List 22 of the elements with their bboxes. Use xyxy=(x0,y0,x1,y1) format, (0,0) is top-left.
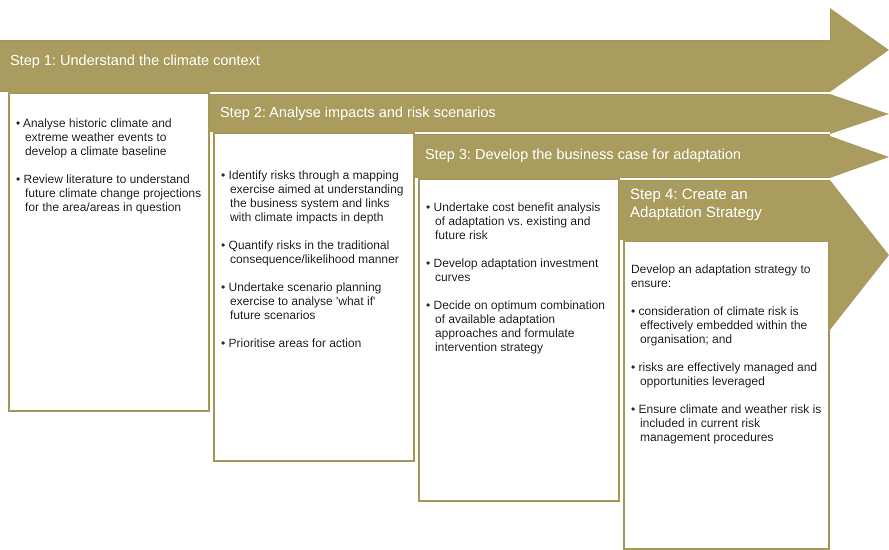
bullet-text: • Develop adaptation investment curves xyxy=(426,256,600,284)
bullet-text: • Review literature to understand future climate change projections for the area/areas in question xyxy=(16,172,202,214)
step-panel xyxy=(418,178,620,502)
bullet-text: • Undertake scenario planning exercise to analyse 'what if' future scenarios xyxy=(221,280,382,322)
bullet-text: • Undertake cost benefit analysis of adaptation vs. existing and future risk xyxy=(426,200,602,242)
step-title: Step 4: Create an Adaptation Strategy xyxy=(630,186,763,222)
bullet-text: • Decide on optimum combination of available adaptation approaches and formulate intervention strategy xyxy=(426,298,606,354)
step-panel xyxy=(8,92,210,412)
step-title: Step 2: Analyse impacts and risk scenarios xyxy=(220,104,496,122)
bullet-text: • Prioritise areas for action xyxy=(221,336,362,350)
bullet-text: • Quantify risks in the traditional consequence/likelihood manner xyxy=(221,238,400,266)
step-panel xyxy=(213,132,415,462)
bullet-text: • Identify risks through a mapping exercise aimed at understanding the business system and links with climate impacts in depth xyxy=(221,168,404,224)
step-title: Step 3: Develop the business case for adaptation xyxy=(425,146,741,164)
step-title: Step 1: Understand the climate context xyxy=(10,52,260,70)
bullet-text: • risks are effectively managed and opportunities leveraged xyxy=(631,360,818,388)
bullet-text: • consideration of climate risk is effectively embedded within the organisation; and xyxy=(631,304,808,346)
step-banner xyxy=(620,180,830,240)
step-panel xyxy=(623,240,830,550)
intro-text: Develop an adaptation strategy to ensure: xyxy=(631,262,812,290)
bullet-text: • Analyse historic climate and extreme weather events to develop a climate baseline xyxy=(16,116,173,158)
bullet-text: • Ensure climate and weather risk is included in current risk management procedures xyxy=(631,402,822,444)
